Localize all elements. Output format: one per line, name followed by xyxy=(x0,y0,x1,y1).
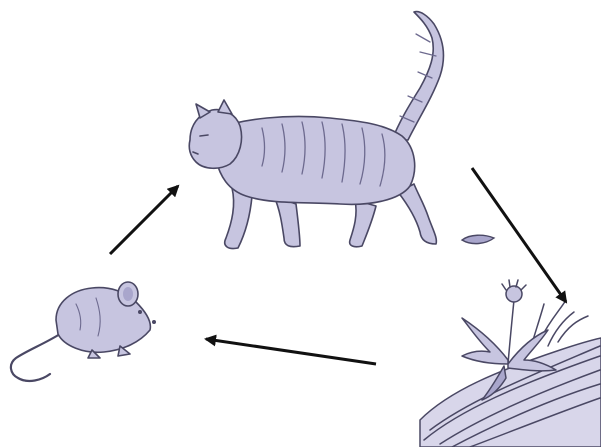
arrow-mouse-to-cat xyxy=(110,186,178,254)
leaf-icon xyxy=(462,235,494,243)
arrow-cat-to-grass xyxy=(472,168,566,302)
mouse-illustration xyxy=(11,282,156,381)
grass-dandelion-illustration xyxy=(420,280,601,447)
arrow-grass-to-mouse xyxy=(206,339,376,364)
cat-illustration xyxy=(189,12,443,249)
